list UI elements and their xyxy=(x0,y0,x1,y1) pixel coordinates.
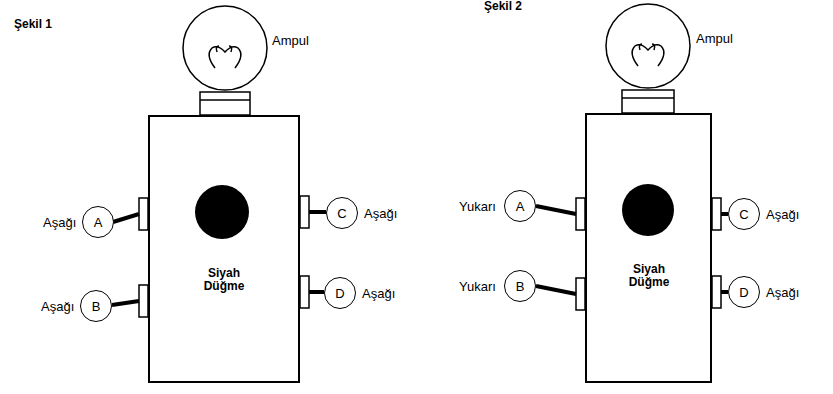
switch-letter-circle: A xyxy=(82,206,114,238)
switch-letter: B xyxy=(516,279,525,294)
toggle-switch xyxy=(300,276,309,308)
switch-letter: C xyxy=(337,206,346,221)
switch-letter-circle: C xyxy=(326,197,358,229)
switch-letter: A xyxy=(94,215,103,230)
button-label: Siyah Düğme xyxy=(194,267,254,293)
switch-letter-circle: C xyxy=(728,198,760,230)
switch-position-label: Aşağı xyxy=(766,285,799,300)
switch-lever xyxy=(309,290,324,294)
bulb-base xyxy=(622,90,674,113)
figure-title: Şekil 2 xyxy=(484,0,522,13)
toggle-switch xyxy=(139,285,148,317)
switch-letter-circle: B xyxy=(80,290,112,322)
bulb-label: Ampul xyxy=(696,31,733,46)
switch-position-label: Aşağı xyxy=(43,215,76,230)
switch-lever xyxy=(536,286,576,294)
switch-box: Siyah Düğme xyxy=(148,115,300,383)
switch-letter-circle: B xyxy=(504,270,536,302)
switch-lever xyxy=(112,301,139,305)
toggle-switch xyxy=(576,278,585,310)
figure-title: Şekil 1 xyxy=(14,17,52,31)
switch-lever xyxy=(113,214,139,222)
switch-lever xyxy=(309,210,326,214)
switch-lever xyxy=(721,290,728,294)
switch-box: Siyah Düğme xyxy=(585,113,712,383)
switch-lever xyxy=(536,206,576,214)
black-button xyxy=(622,184,674,236)
switch-position-label: Yukarı xyxy=(459,279,496,294)
switch-letter-circle: A xyxy=(504,190,536,222)
bulb-filament xyxy=(209,47,241,68)
switch-letter: D xyxy=(739,285,748,300)
toggle-switch xyxy=(139,198,148,230)
switch-position-label: Aşağı xyxy=(41,299,74,314)
toggle-switch xyxy=(300,196,309,228)
switch-position-label: Aşağı xyxy=(362,286,395,301)
toggle-switch xyxy=(576,198,585,230)
switch-letter: A xyxy=(516,199,525,214)
switch-letter: B xyxy=(92,299,101,314)
switch-letter: D xyxy=(335,286,344,301)
switch-lever xyxy=(721,212,728,216)
bulb-label: Ampul xyxy=(272,33,309,48)
button-label: Siyah Düğme xyxy=(619,263,679,289)
switch-letter-circle: D xyxy=(728,276,760,308)
toggle-switch xyxy=(712,198,721,230)
black-button xyxy=(195,185,249,239)
bulb-glass xyxy=(183,6,267,90)
switch-position-label: Aşağı xyxy=(364,206,397,221)
switch-letter-circle: D xyxy=(324,277,356,309)
bulb-filament xyxy=(632,45,664,66)
switch-letter: C xyxy=(739,207,748,222)
switch-position-label: Aşağı xyxy=(766,207,799,222)
toggle-switch xyxy=(712,276,721,308)
switch-position-label: Yukarı xyxy=(459,199,496,214)
bulb-glass xyxy=(606,4,690,88)
bulb-base xyxy=(200,92,250,115)
